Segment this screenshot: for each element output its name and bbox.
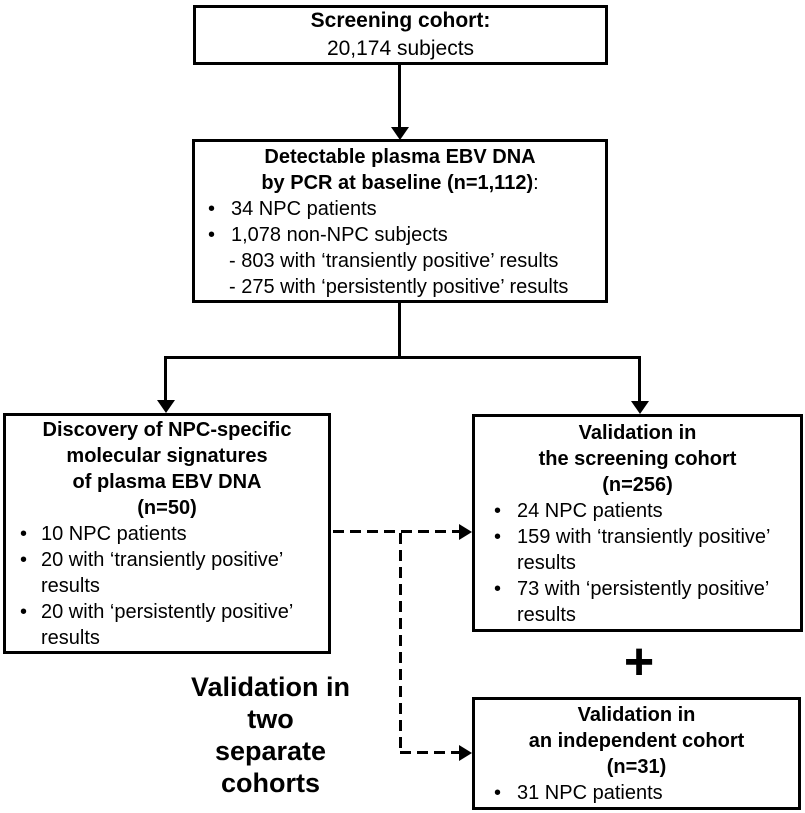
list-item: • 10 NPC patients xyxy=(16,521,328,547)
arrowhead-down-detectable xyxy=(391,127,409,140)
discovery-title-line4: (n=50) xyxy=(137,497,197,519)
detectable-bullet-list: • 34 NPC patients • 1,078 non-NPC subjec… xyxy=(195,196,605,300)
validation-screening-bullet-list: • 24 NPC patients • 159 with ‘transientl… xyxy=(475,498,800,628)
dashed-connector-branch-down xyxy=(399,533,402,753)
branch-label-line2: separate cohorts xyxy=(214,736,327,798)
plus-icon: + xyxy=(623,633,655,691)
validation-screening-bullet-3: 73 with ‘persistently positive’ results xyxy=(517,578,769,626)
connector-detectable-stem xyxy=(398,303,401,359)
discovery-bullet-2: 20 with ‘transiently positive’ results xyxy=(41,549,283,597)
discovery-title-line1: Discovery of NPC-specific xyxy=(42,419,292,441)
discovery-title-line3: of plasma EBV DNA xyxy=(72,471,262,493)
validation-independent-box: Validation in an independent cohort (n=3… xyxy=(472,697,801,810)
connector-split-left xyxy=(164,356,167,401)
bullet-icon: • xyxy=(494,500,502,522)
bullet-icon: • xyxy=(494,578,502,600)
connector-split-right xyxy=(638,356,641,402)
list-item: • 24 NPC patients xyxy=(489,498,800,524)
detectable-title-line2-bold: by PCR at baseline (n=1,112) xyxy=(261,172,534,194)
detectable-sub-item-1: - 803 with ‘transiently positive’ result… xyxy=(229,250,559,272)
detectable-title-line2: by PCR at baseline (n=1,112): xyxy=(195,170,605,196)
branch-label-line1: Validation in two xyxy=(190,672,351,734)
validation-independent-bullet-list: • 31 NPC patients xyxy=(475,780,798,806)
validation-independent-title-line1: Validation in xyxy=(577,704,696,726)
bullet-icon: • xyxy=(20,549,28,571)
branch-label: Validation in two separate cohorts xyxy=(168,671,373,799)
dashed-connector-discovery-to-validation xyxy=(333,530,459,533)
screening-cohort-title: Screening cohort: xyxy=(310,9,491,32)
validation-screening-bullet-2: 159 with ‘transiently positive’ results xyxy=(517,526,770,574)
bullet-icon: • xyxy=(208,198,216,220)
validation-screening-title-line1: Validation in xyxy=(578,422,697,444)
validation-screening-bullet-1: 24 NPC patients xyxy=(517,500,663,522)
list-item: • 31 NPC patients xyxy=(489,780,798,806)
discovery-bullet-1: 10 NPC patients xyxy=(41,523,187,545)
list-item: • 34 NPC patients xyxy=(203,196,605,222)
list-item: • 20 with ‘persistently positive’ result… xyxy=(16,599,328,651)
connector-screening-to-detectable xyxy=(398,65,401,129)
detectable-title-line1: Detectable plasma EBV DNA xyxy=(264,146,536,168)
dashed-connector-to-independent xyxy=(400,751,459,754)
validation-screening-title-line2: the screening cohort xyxy=(538,448,737,470)
arrowhead-down-discovery xyxy=(157,400,175,413)
arrowhead-down-validation-screening xyxy=(631,401,649,414)
detectable-sub-item-2: - 275 with ‘persistently positive’ resul… xyxy=(229,276,569,298)
discovery-bullet-3: 20 with ‘persistently positive’ results xyxy=(41,601,293,649)
list-item: • 1,078 non-NPC subjects xyxy=(203,222,605,248)
validation-screening-title-line3: (n=256) xyxy=(602,474,673,496)
discovery-box: Discovery of NPC-specific molecular sign… xyxy=(3,413,331,654)
detectable-bullet-2: 1,078 non-NPC subjects xyxy=(231,224,448,246)
bullet-icon: • xyxy=(20,601,28,623)
discovery-bullet-list: • 10 NPC patients • 20 with ‘transiently… xyxy=(6,521,328,651)
validation-independent-title-line3: (n=31) xyxy=(606,756,667,778)
screening-cohort-count: 20,174 subjects xyxy=(326,37,475,60)
bullet-icon: • xyxy=(20,523,28,545)
detectable-bullet-1: 34 NPC patients xyxy=(231,198,377,220)
list-item: • 20 with ‘transiently positive’ results xyxy=(16,547,328,599)
validation-independent-title-line2: an independent cohort xyxy=(528,730,745,752)
bullet-icon: • xyxy=(208,224,216,246)
arrowhead-right-validation-independent xyxy=(459,745,472,761)
discovery-title-line2: molecular signatures xyxy=(66,445,268,467)
detectable-ebv-box: Detectable plasma EBV DNA by PCR at base… xyxy=(192,139,608,303)
detectable-title-line2-suffix: : xyxy=(533,172,539,194)
validation-screening-box: Validation in the screening cohort (n=25… xyxy=(472,414,803,632)
arrowhead-right-validation-screening xyxy=(459,524,472,540)
screening-cohort-box: Screening cohort: 20,174 subjects xyxy=(193,5,608,65)
bullet-icon: • xyxy=(494,782,502,804)
list-item: • 159 with ‘transiently positive’ result… xyxy=(489,524,800,576)
bullet-icon: • xyxy=(494,526,502,548)
validation-independent-bullet-1: 31 NPC patients xyxy=(517,782,663,804)
list-item: • 73 with ‘persistently positive’ result… xyxy=(489,576,800,628)
connector-split-horizontal xyxy=(164,356,641,359)
